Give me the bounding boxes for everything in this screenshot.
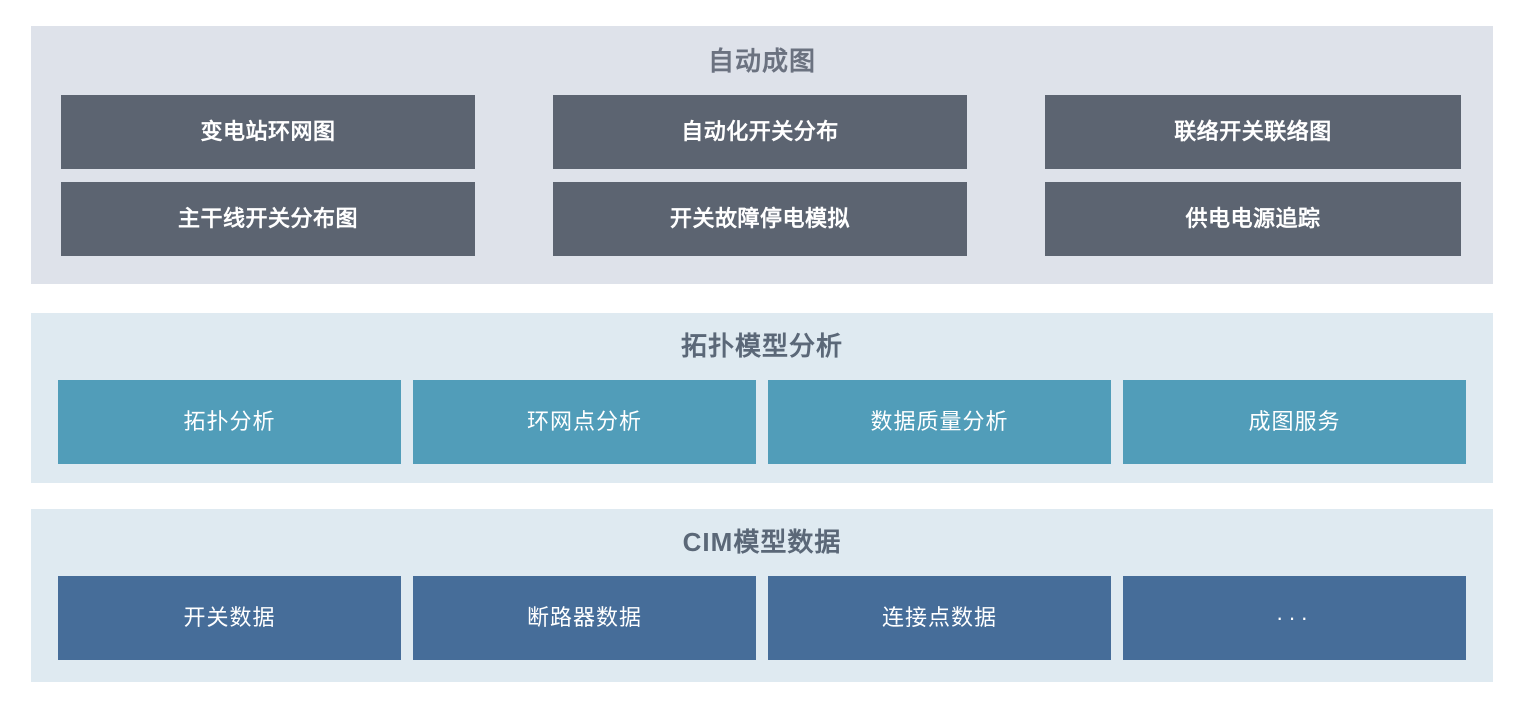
- section-title-topology-model-analysis: 拓扑模型分析: [680, 331, 843, 361]
- button-switch-data[interactable]: 开关数据: [58, 576, 401, 660]
- panel-gap-1: [31, 284, 1499, 313]
- button-power-supply-source-tracing[interactable]: 供电电源追踪: [1045, 182, 1461, 256]
- button-tie-switch-connection-diagram[interactable]: 联络开关联络图: [1045, 95, 1461, 169]
- button-mapping-service[interactable]: 成图服务: [1123, 380, 1466, 464]
- button-ring-network-point-analysis[interactable]: 环网点分析: [413, 380, 756, 464]
- topology-row-1: 拓扑分析 环网点分析 数据质量分析 成图服务: [31, 380, 1493, 464]
- section-auto-mapping: 自动成图 变电站环网图 自动化开关分布 联络开关联络图 主干线开关分布图 开关故…: [31, 26, 1493, 284]
- section-cim-model-data: CIM模型数据 开关数据 断路器数据 连接点数据 ···: [31, 509, 1493, 682]
- button-substation-ring-network-diagram[interactable]: 变电站环网图: [61, 95, 475, 169]
- button-more-data[interactable]: ···: [1123, 576, 1466, 660]
- button-switch-fault-outage-simulation[interactable]: 开关故障停电模拟: [553, 182, 967, 256]
- button-automated-switch-distribution[interactable]: 自动化开关分布: [553, 95, 967, 169]
- auto-mapping-row-1: 变电站环网图 自动化开关分布 联络开关联络图: [31, 95, 1493, 169]
- cim-row-1: 开关数据 断路器数据 连接点数据 ···: [31, 576, 1493, 660]
- section-title-cim-model-data: CIM模型数据: [682, 527, 842, 557]
- panel-gap-2: [31, 483, 1499, 509]
- button-topology-analysis[interactable]: 拓扑分析: [58, 380, 401, 464]
- button-circuit-breaker-data[interactable]: 断路器数据: [413, 576, 756, 660]
- section-title-auto-mapping: 自动成图: [707, 46, 816, 76]
- button-trunk-line-switch-distribution-map[interactable]: 主干线开关分布图: [61, 182, 475, 256]
- button-data-quality-analysis[interactable]: 数据质量分析: [768, 380, 1111, 464]
- button-connectivity-node-data[interactable]: 连接点数据: [768, 576, 1111, 660]
- section-topology-model-analysis: 拓扑模型分析 拓扑分析 环网点分析 数据质量分析 成图服务: [31, 313, 1493, 483]
- auto-mapping-row-2: 主干线开关分布图 开关故障停电模拟 供电电源追踪: [31, 182, 1493, 256]
